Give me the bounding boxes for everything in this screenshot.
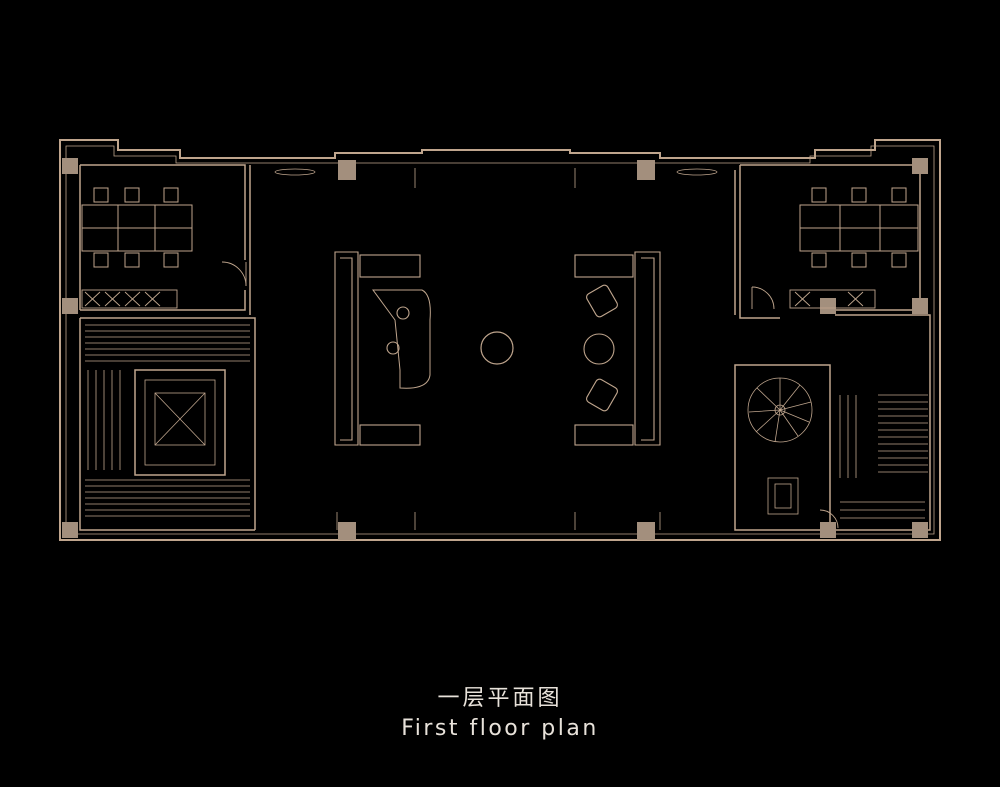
window-mullions (274, 168, 718, 530)
central-round-table (480, 331, 514, 365)
interior-walls (79, 164, 931, 531)
plan-title-chinese: 一层平面图 (437, 686, 563, 711)
exterior-walls (59, 139, 941, 541)
left-staircase (85, 324, 250, 517)
left-office-desks (81, 187, 193, 268)
door-swings (221, 261, 839, 529)
storage-cabinets (81, 289, 876, 309)
right-staircase (839, 394, 928, 519)
right-office-desks (799, 187, 919, 268)
structural-columns (62, 158, 928, 540)
plan-title-english: First floor plan (401, 716, 599, 741)
spiral-staircase (747, 377, 813, 515)
lounge-right (574, 251, 661, 446)
lounge-left (334, 251, 431, 446)
